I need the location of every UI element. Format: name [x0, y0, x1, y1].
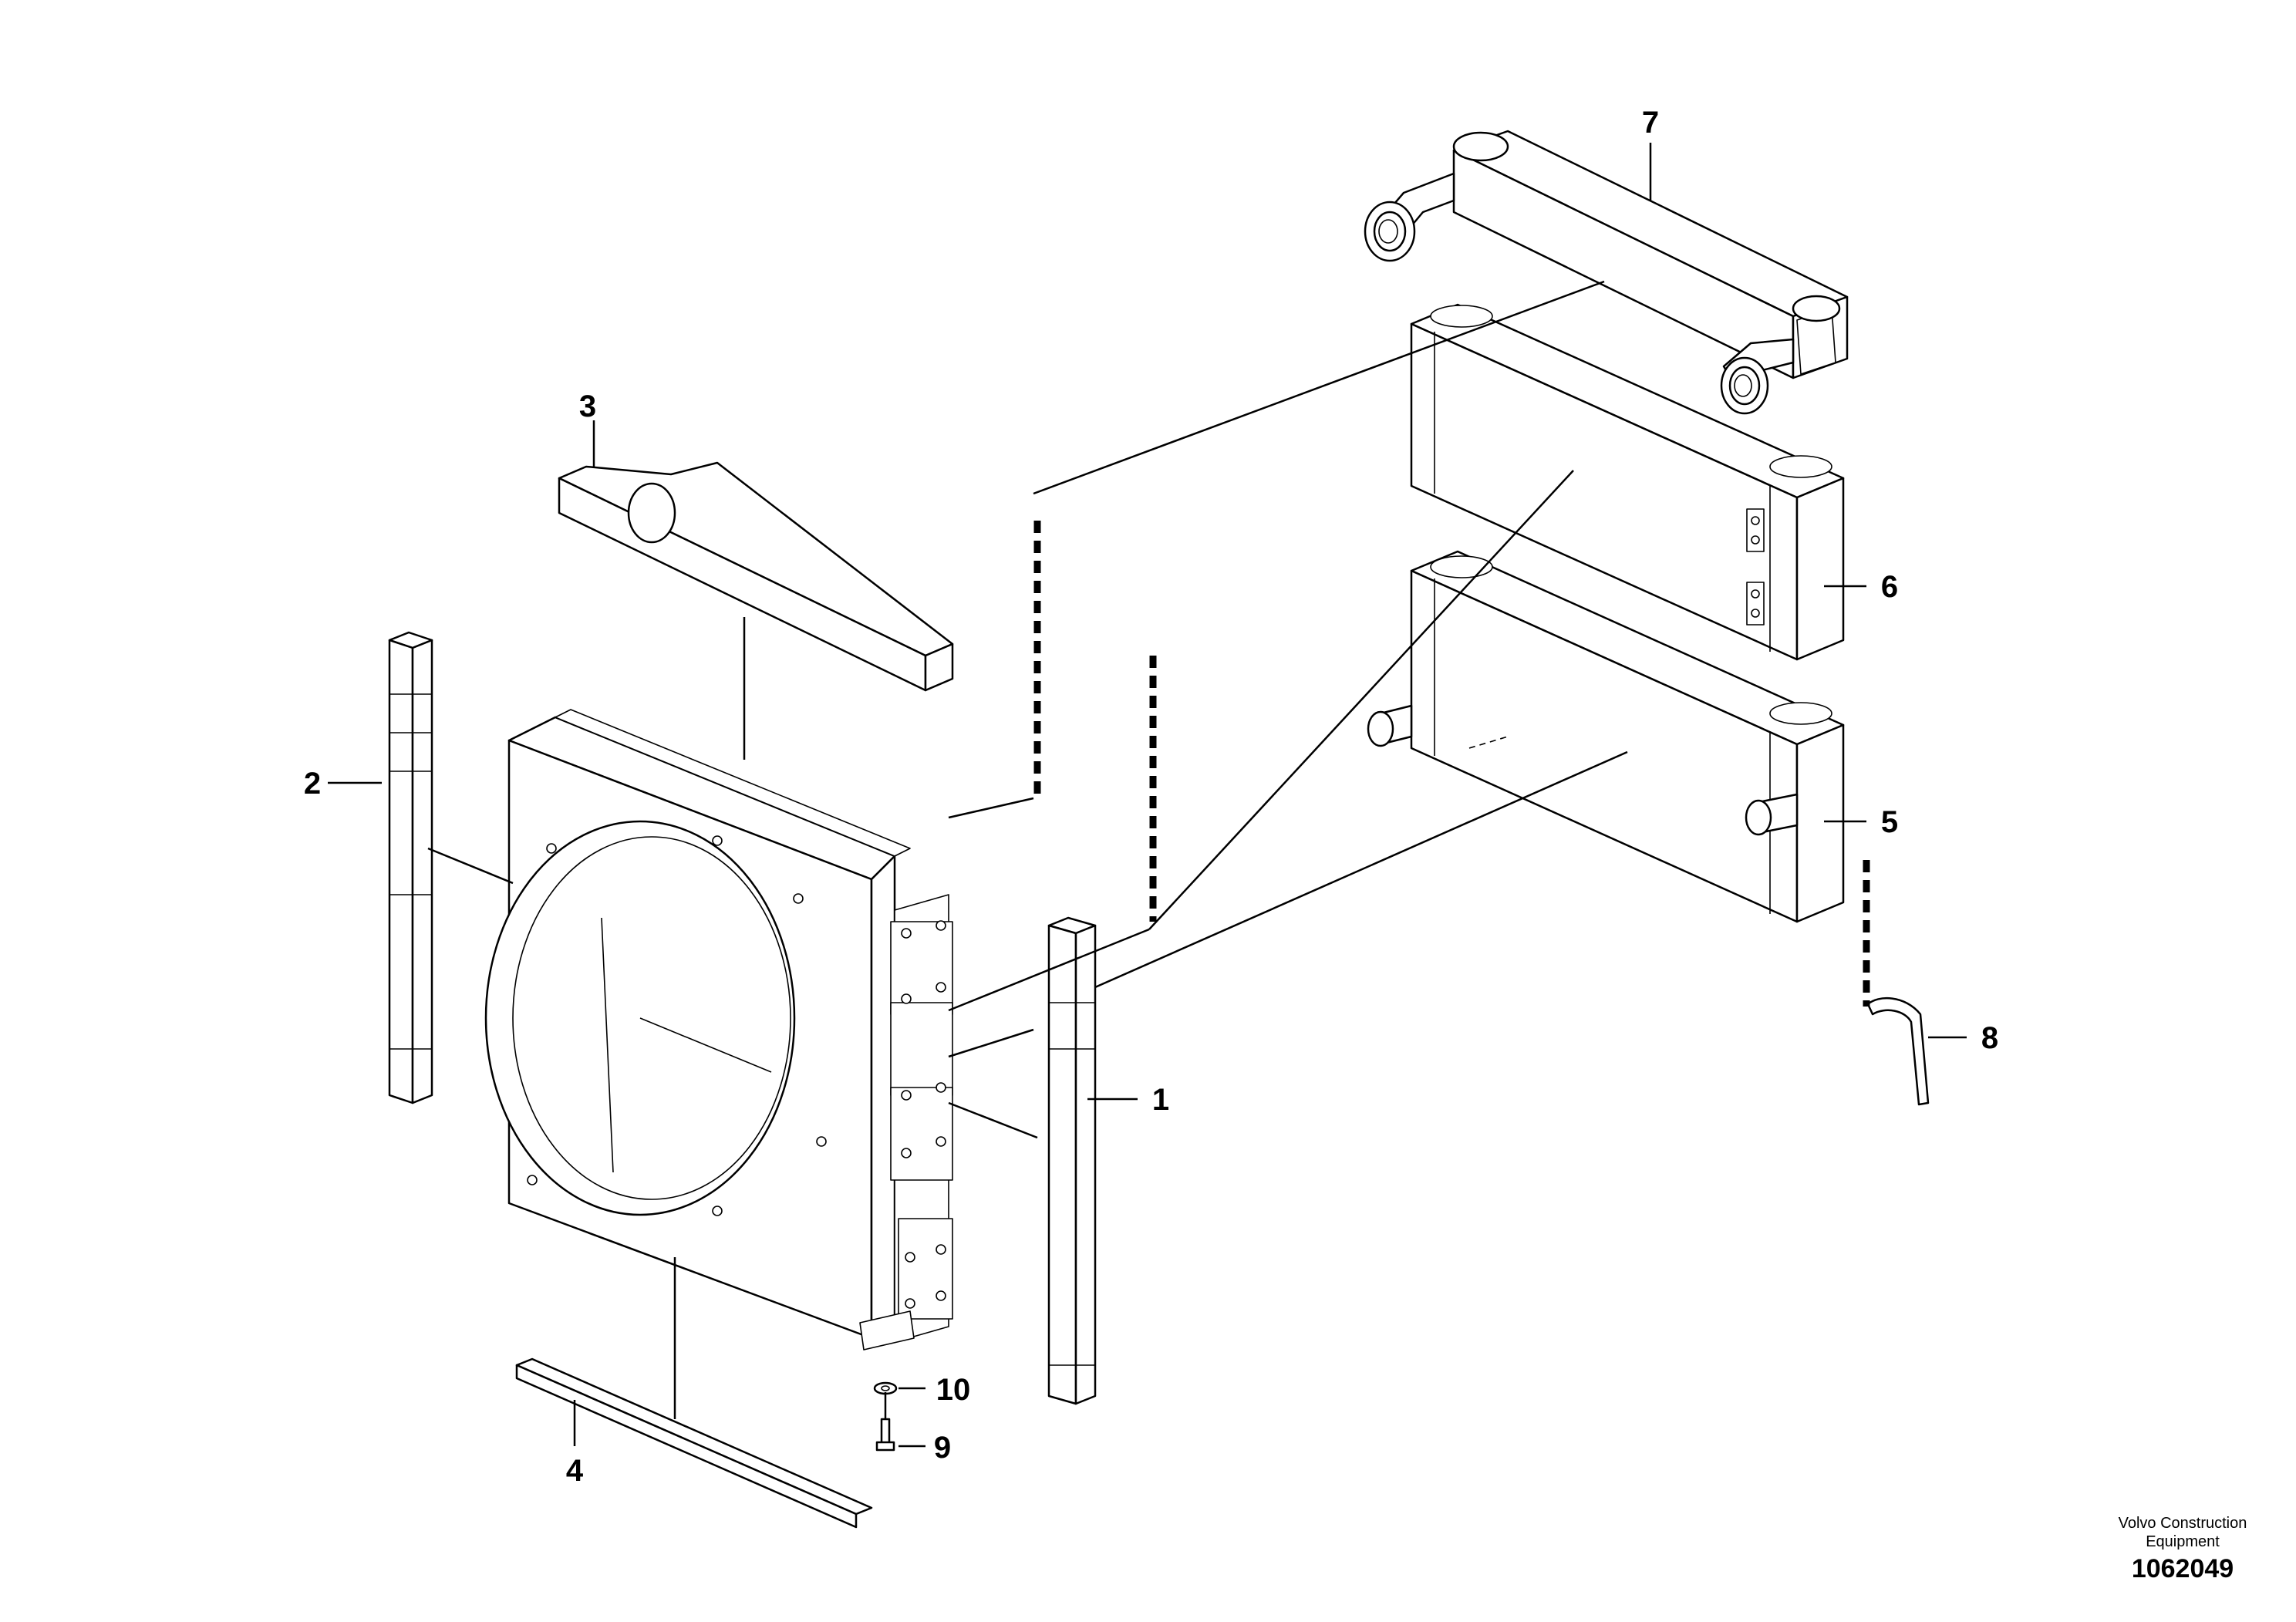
callout-4: 4 [566, 1454, 584, 1488]
callout-2: 2 [304, 767, 321, 801]
callout-labels: 7 6 5 8 1 2 3 4 10 9 [304, 106, 1998, 1488]
callout-6: 6 [1881, 570, 1898, 604]
callout-3: 3 [579, 389, 596, 423]
company-name-line1: Volvo Construction [2118, 1515, 2247, 1532]
drawing-number: 1062049 [2131, 1554, 2234, 1583]
callout-9: 9 [934, 1431, 951, 1465]
part-7-charge-air-cooler [1364, 130, 1849, 415]
part-4-lower-seal [515, 1357, 873, 1529]
part-10-washer [873, 1381, 898, 1395]
callout-5: 5 [1881, 805, 1898, 839]
part-2-left-seal [388, 631, 433, 1104]
leader-lines [328, 143, 1967, 1448]
part-9-bolt [875, 1418, 895, 1452]
callout-10: 10 [936, 1373, 971, 1407]
fan-shroud-assembly [484, 709, 953, 1351]
part-1-right-seal [1047, 916, 1097, 1405]
callout-7: 7 [1642, 106, 1659, 140]
company-name-line2: Equipment [2146, 1533, 2220, 1550]
callout-8: 8 [1981, 1021, 1998, 1055]
part-5-radiator [1367, 550, 1845, 923]
part-6-radiator [1410, 303, 1845, 661]
part-3-upper-seal [558, 461, 954, 692]
part-8-pipe [1866, 996, 1930, 1106]
callout-1: 1 [1152, 1083, 1169, 1117]
